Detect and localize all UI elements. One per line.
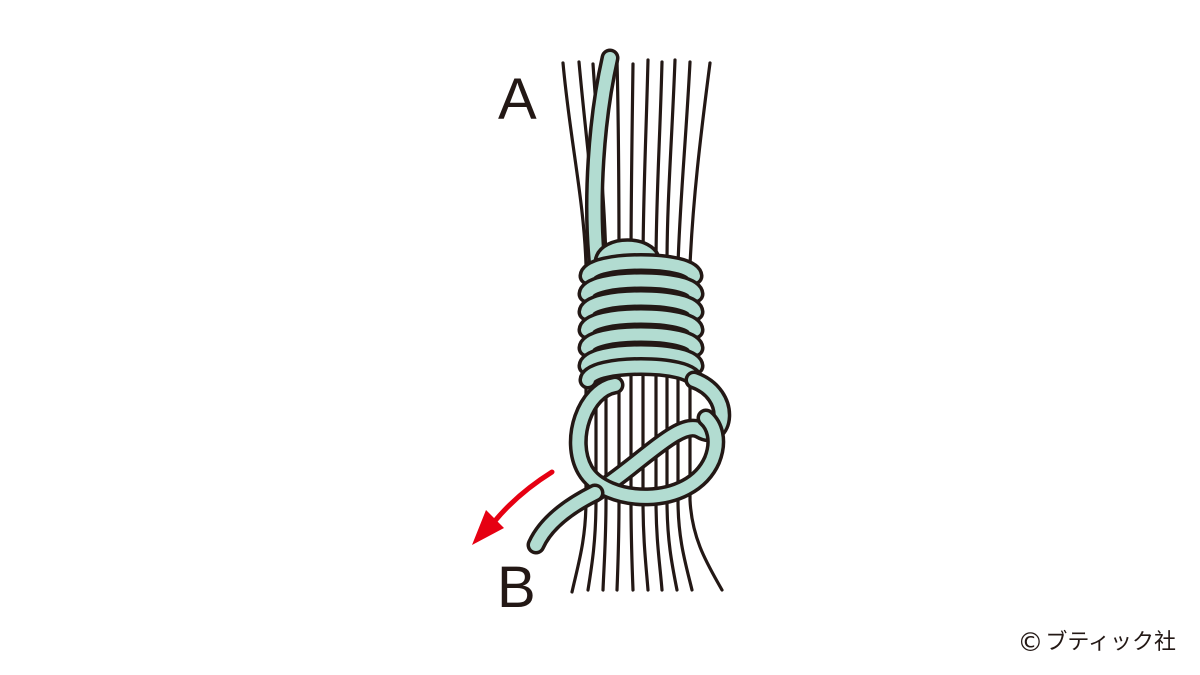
publisher-name: ブティック社	[1045, 630, 1176, 655]
label-b: B	[497, 555, 536, 620]
publisher-credit: ©ブティック社	[1017, 624, 1176, 658]
pull-direction-arrow	[472, 469, 555, 545]
cord-coils	[577, 238, 705, 390]
cord-loop	[568, 370, 732, 507]
cord-end-b	[526, 483, 605, 555]
label-a: A	[498, 67, 537, 132]
copyright-symbol: ©	[1017, 628, 1044, 658]
cord-end-a	[585, 48, 620, 272]
